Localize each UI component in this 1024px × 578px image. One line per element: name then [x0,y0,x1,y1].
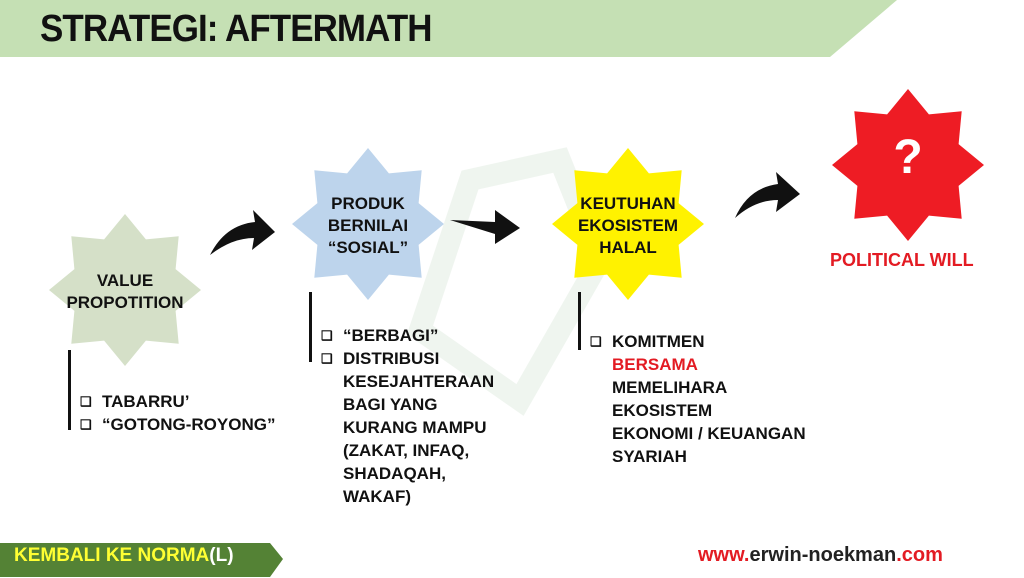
text-line: WAKAF) [343,487,411,506]
list-item: “BERBAGI” [343,326,439,345]
text-line: DISTRIBUSI [343,349,440,368]
text-line: BAGI YANG [343,395,438,414]
checkbox-bullet-icon: ❑ [321,328,333,343]
stage-value-label: VALUE PROPOTITION [50,270,200,314]
right-arrow-icon [450,210,520,244]
value-list: ❑ TABARRU’ ❑ “GOTONG-ROYONG” [80,390,275,436]
stage-produk-label: PRODUK BERNILAI “SOSIAL” [293,193,443,259]
text-line: KOMITMEN [612,332,705,351]
star-political-will [832,89,984,241]
text-line: KURANG MAMPU [343,418,487,437]
arrows [210,172,800,255]
political-will-label: POLITICAL WILL [830,250,974,270]
text-line: SYARIAH [612,447,687,466]
url-suffix: .com [896,544,943,566]
label-line: “SOSIAL” [327,238,409,257]
url-name: erwin-noekman [749,544,897,566]
label-line: PROPOTITION [66,293,184,312]
stage-keutuhan-label: KEUTUHAN EKOSISTEM HALAL [553,193,703,259]
curved-arrow-icon [210,210,275,255]
list-item: “GOTONG-ROYONG” [102,415,276,434]
star-produk [292,148,444,300]
divider [578,292,581,350]
curved-arrow-icon [735,172,800,218]
question-mark: ? [893,131,923,184]
divider [68,350,71,430]
star-value [49,214,201,366]
divider [309,292,312,362]
text-line-highlight: BERSAMA [612,355,698,374]
checkbox-bullet-icon: ❑ [80,417,92,432]
page-title: STRATEGI: AFTERMATH [40,8,433,50]
list-item: KOMITMEN BERSAMA MEMELIHARA EKOSISTEM EK… [612,330,806,468]
list-item: DISTRIBUSI KESEJAHTERAAN BAGI YANG KURAN… [343,347,494,508]
label-line: VALUE [96,271,154,290]
label-line: BERNILAI [327,216,409,235]
footer-text: KEMBALI KE NORMA [14,545,210,566]
list-item: TABARRU’ [102,392,190,411]
text-line: KESEJAHTERAAN [343,372,495,391]
label-line: KEUTUHAN [580,194,676,213]
footer-suffix: (L) [209,545,234,566]
checkbox-bullet-icon: ❑ [80,394,92,409]
header-band [0,0,897,57]
star-keutuhan [552,148,704,300]
produk-list: ❑ “BERBAGI” ❑ DISTRIBUSI KESEJAHTERAAN BA… [321,324,494,508]
label-line: EKOSISTEM [577,216,679,235]
text-line: EKOSISTEM [612,401,713,420]
checkbox-bullet-icon: ❑ [321,351,333,366]
website-link[interactable]: www.erwin-noekman.com [698,544,943,567]
footer-nav-label[interactable]: KEMBALI KE NORMA(L) [14,545,234,567]
text-line: SHADAQAH, [343,464,446,483]
checkbox-bullet-icon: ❑ [590,334,602,349]
text-line: (ZAKAT, INFAQ, [343,441,470,460]
label-line: PRODUK [331,194,405,213]
label-line: HALAL [599,238,657,257]
text-line: MEMELIHARA [612,378,728,397]
url-prefix: www. [698,544,750,566]
footer-tag [0,543,283,577]
keutuhan-list: ❑ KOMITMEN BERSAMA MEMELIHARA EKOSISTEM … [590,330,806,468]
text-line: EKONOMI / KEUANGAN [612,424,806,443]
